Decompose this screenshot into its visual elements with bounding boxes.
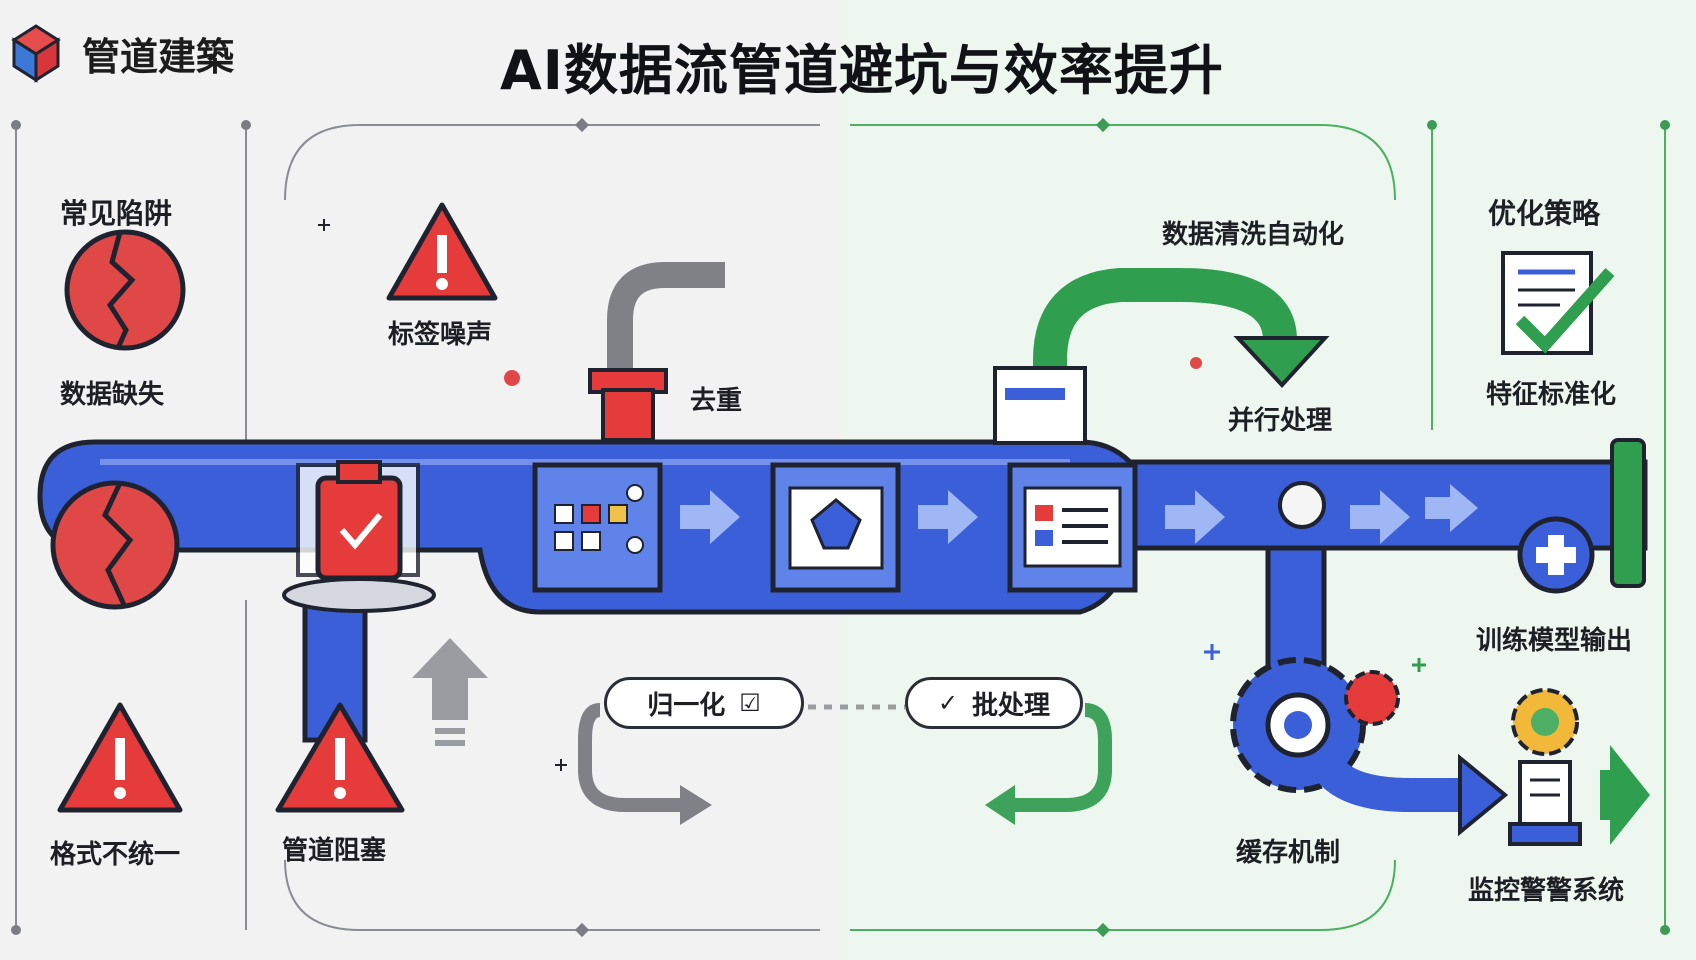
up-arrow-icon (412, 638, 488, 746)
warning-icon (386, 202, 498, 301)
dedupe-pipe (588, 262, 725, 442)
brand-name: 管道建築 (82, 35, 235, 79)
strategy-label-monitoring: 监控警警系统 (1468, 876, 1625, 906)
plus-marks (318, 219, 567, 771)
loop-arrow-green (1010, 703, 1112, 812)
frame-dots (11, 117, 590, 938)
valve-icon (282, 460, 436, 743)
warning-icon (275, 702, 405, 813)
frame-lines (15, 124, 820, 931)
flow-arrows (680, 484, 1478, 544)
pitfall-label-blockage: 管道阻塞 (282, 836, 387, 866)
section-title-pitfalls: 常见陷阱 (60, 197, 173, 230)
automation-arrow (993, 268, 1330, 445)
brand-logo (11, 24, 61, 83)
pitfall-label-format: 格式不统一 (50, 840, 181, 870)
step-label-normalize: 归一化 (647, 690, 726, 721)
process-box-grid (532, 462, 663, 593)
pitfall-label-missing-data: 数据缺失 (60, 380, 165, 410)
warning-icon (57, 702, 183, 813)
plus-marks-blue (1204, 644, 1220, 660)
frame-lines-green (850, 124, 1666, 931)
plus-marks-green (1412, 658, 1426, 672)
checklist-icon (1501, 251, 1615, 355)
section-title-strategies: 优化策略 (1488, 197, 1601, 230)
process-box-list (1007, 462, 1138, 593)
pitfall-label-label-noise: 标签噪声 (388, 320, 493, 350)
strategy-label-cache: 缓存机制 (1236, 838, 1341, 868)
strategy-label-auto-clean: 数据清洗自动化 (1162, 220, 1345, 250)
lightbulb-icon (1508, 688, 1582, 846)
output-port (1517, 438, 1646, 594)
gear-icon (1230, 481, 1400, 793)
broken-heart-icon (64, 229, 186, 351)
step-label-batch: 批处理 (972, 690, 1051, 721)
frame-dots-green (1095, 117, 1670, 938)
chevron-icon: ✓ (937, 689, 959, 717)
broken-disk-icon (50, 480, 180, 610)
sparkle-dots (504, 357, 1202, 386)
strategy-label-parallel: 并行处理 (1228, 406, 1333, 436)
strategy-label-model-output: 训练模型输出 (1476, 626, 1633, 656)
page-title: AI数据流管道避坑与效率提升 (500, 39, 1224, 102)
step-pill-batch: ✓ 批处理 (905, 677, 1083, 729)
checkbox-icon: ☑ (739, 689, 761, 717)
process-box-model (770, 462, 901, 593)
cache-arrow (1316, 745, 1650, 845)
loop-arrow-gray (578, 703, 685, 812)
step-label-dedupe: 去重 (690, 386, 743, 416)
strategy-label-standardize: 特征标准化 (1486, 380, 1617, 410)
step-pill-normalize: 归一化 ☑ (604, 677, 804, 729)
